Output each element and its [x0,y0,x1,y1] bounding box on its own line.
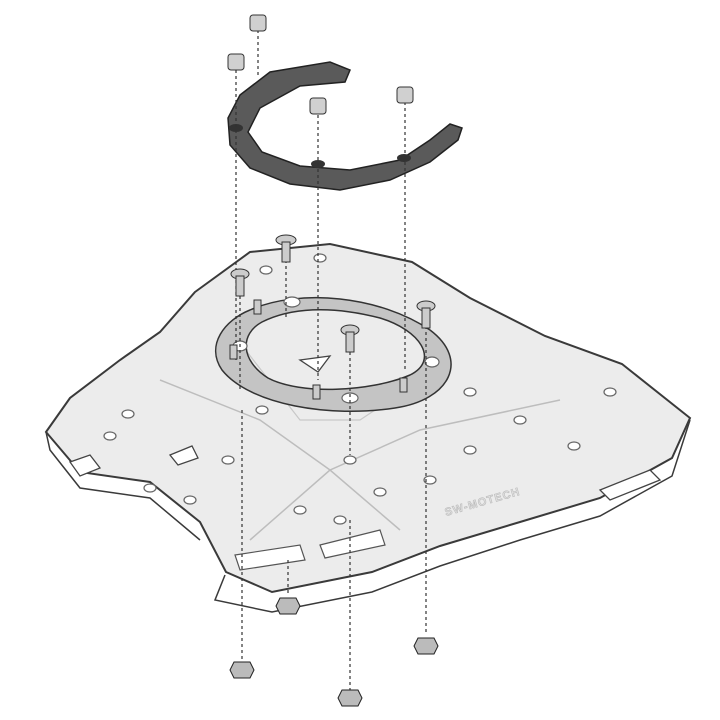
silver-tank-ring-adapter [215,296,452,413]
spacers [227,14,414,115]
bolt [416,300,436,329]
bolt [340,324,360,353]
bolt [230,268,250,297]
luggage-rack-plate: SW-MOTECH [44,242,692,613]
mounting-holes [103,253,617,525]
bolts [229,234,436,400]
bolt [275,234,297,263]
nuts [229,597,439,707]
dark-tank-ring [227,61,463,191]
assembly-lines [235,30,427,690]
